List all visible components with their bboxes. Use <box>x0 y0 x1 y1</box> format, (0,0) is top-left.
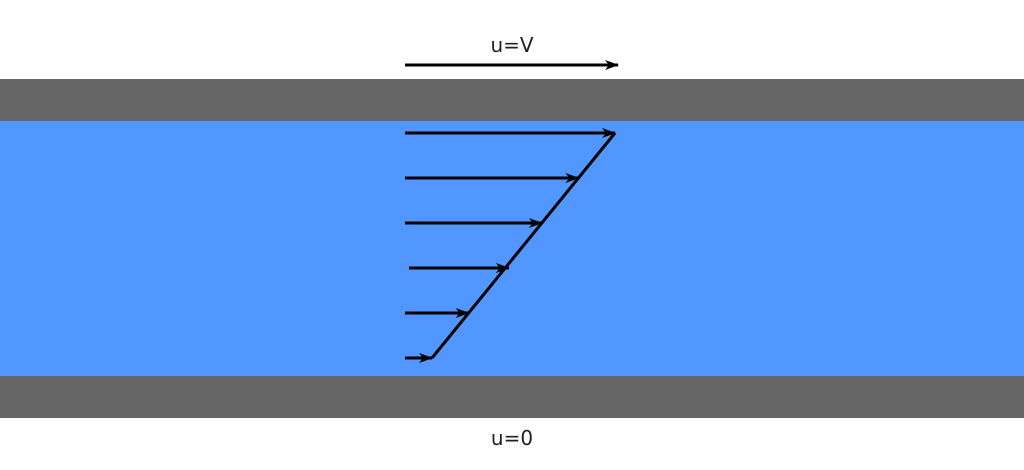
bottom-fixed-plate <box>0 376 1024 418</box>
top-moving-plate <box>0 79 1024 121</box>
velocity-profile-line <box>430 132 617 359</box>
fluid-layer <box>0 121 1024 376</box>
velocity-profile <box>405 128 616 363</box>
top-velocity-label: u=V <box>490 33 533 57</box>
bottom-velocity-label: u=0 <box>491 426 533 450</box>
